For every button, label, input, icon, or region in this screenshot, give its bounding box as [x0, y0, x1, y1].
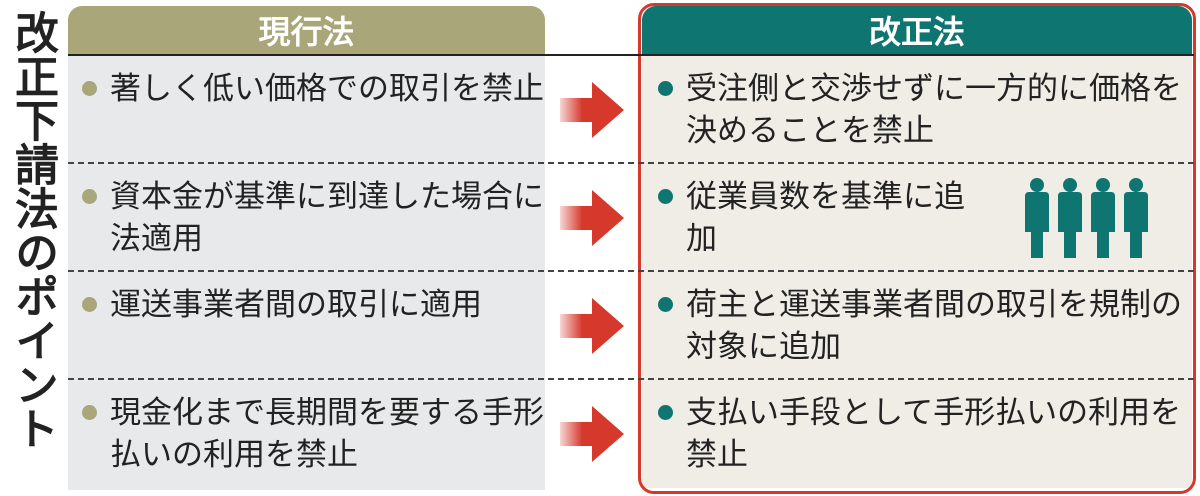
bullet-icon: [82, 81, 97, 96]
arrow-right-icon: [560, 82, 624, 138]
bullet-icon: [82, 189, 97, 204]
revised-text: 受注側と交渉せずに一方的に価格を決めることを禁止: [686, 71, 1182, 149]
current-item: 運送事業者間の取引に適用: [72, 284, 550, 326]
employees-icon: [1025, 178, 1148, 258]
revised-text: 荷主と運送事業者間の取引を規制の対象に追加: [686, 287, 1182, 365]
row-divider: [68, 270, 1194, 272]
current-text: 著しく低い価格での取引を禁止: [110, 71, 544, 107]
revised-item: 受注側と交渉せずに一方的に価格を決めることを禁止: [648, 68, 1186, 152]
row-divider: [68, 162, 1194, 164]
revised-law-column: [642, 56, 1192, 488]
arrow-right-icon: [560, 298, 624, 354]
current-item: 資本金が基準に到達した場合に法適用: [72, 176, 570, 260]
current-text: 運送事業者間の取引に適用: [110, 287, 482, 323]
header-divider: [68, 54, 1194, 56]
revised-law-frame: [638, 3, 1196, 494]
arrow-right-icon: [560, 406, 624, 462]
bullet-icon: [658, 189, 673, 204]
revised-item: 支払い手段として手形払いの利用を禁止: [648, 392, 1186, 476]
current-item: 現金化まで長期間を要する手形払いの利用を禁止: [72, 392, 570, 476]
revised-item: 従業員数を基準に追加: [648, 176, 986, 260]
bullet-icon: [658, 405, 673, 420]
revised-law-header: 改正法: [642, 6, 1192, 54]
bullet-icon: [82, 297, 97, 312]
current-item: 著しく低い価格での取引を禁止: [72, 68, 570, 110]
revised-text: 支払い手段として手形払いの利用を禁止: [686, 395, 1182, 473]
current-law-header: 現行法: [68, 6, 545, 54]
bullet-icon: [82, 405, 97, 420]
current-text: 資本金が基準に到達した場合に法適用: [110, 179, 544, 257]
revised-text: 従業員数を基準に追加: [686, 179, 965, 257]
row-divider: [68, 378, 1194, 380]
vertical-title: 改正下請法のポイント: [7, 10, 58, 450]
current-law-column: [68, 56, 545, 490]
revised-item: 荷主と運送事業者間の取引を規制の対象に追加: [648, 284, 1186, 368]
bullet-icon: [658, 81, 673, 96]
bullet-icon: [658, 297, 673, 312]
current-text: 現金化まで長期間を要する手形払いの利用を禁止: [110, 395, 544, 473]
arrow-right-icon: [560, 190, 624, 246]
